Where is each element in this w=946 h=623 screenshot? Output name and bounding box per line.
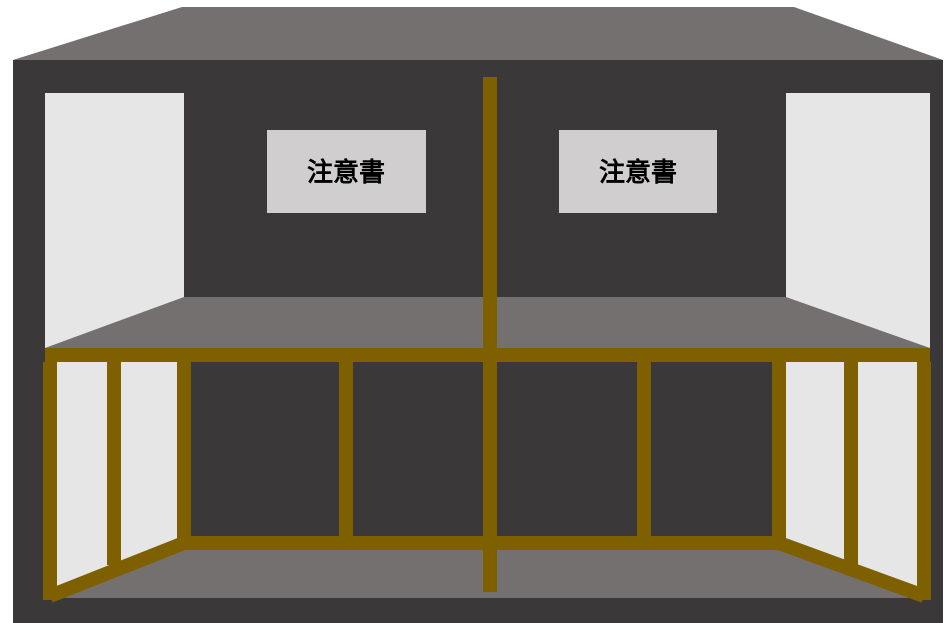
notice-text-left: 注意書 <box>307 157 385 188</box>
roof-panel <box>13 7 943 60</box>
left-upper-side-panel <box>45 93 184 348</box>
notice-box-right <box>559 130 717 213</box>
frame-left-bottom-beam <box>47 536 187 603</box>
notice-box-left <box>267 130 426 213</box>
frame-right-bottom-beam <box>776 536 927 603</box>
frame <box>43 77 931 603</box>
notice-text-right: 注意書 <box>599 157 677 188</box>
